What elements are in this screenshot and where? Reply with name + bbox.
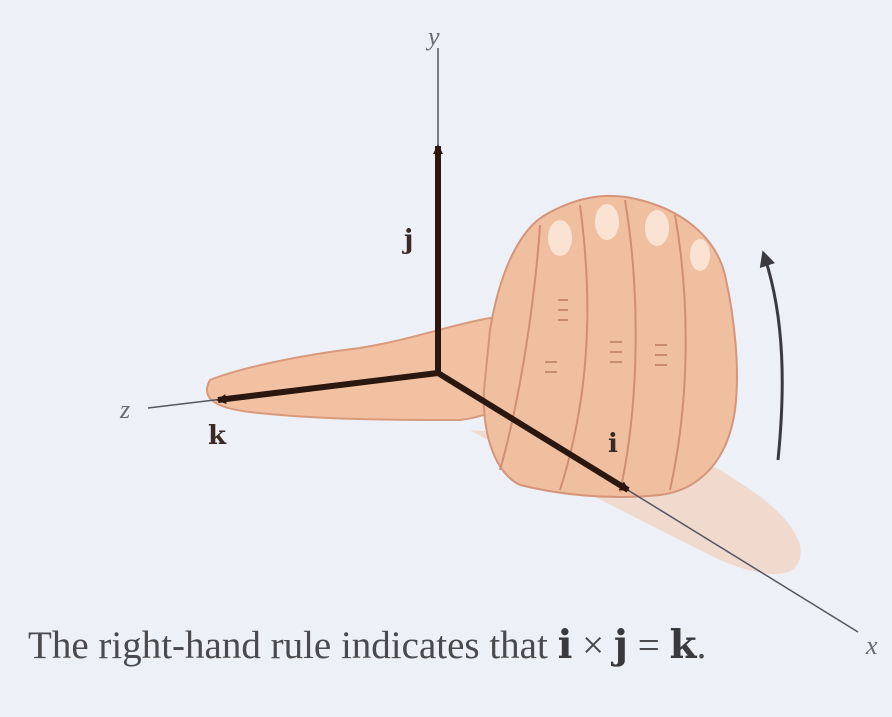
caption-k: k	[669, 622, 697, 668]
caption-text: The right-hand rule indicates that	[28, 624, 558, 667]
caption: The right-hand rule indicates that i × j…	[28, 622, 706, 668]
nail-highlight	[690, 239, 710, 271]
knuckle-creases	[545, 299, 667, 373]
k-label: k	[208, 421, 227, 451]
vector-i-arrow	[436, 370, 630, 493]
caption-i: i	[557, 622, 573, 668]
finger-divider	[619, 199, 637, 493]
j-label: j	[402, 225, 413, 255]
y-axis-label: y	[425, 22, 440, 51]
vector-k-arrow	[216, 370, 439, 404]
caption-cross: ×	[572, 624, 614, 667]
x-axis-label: x	[865, 631, 878, 660]
z-axis-label: z	[119, 395, 130, 424]
caption-equals: =	[628, 624, 670, 667]
nail-highlight	[645, 210, 669, 246]
finger-divider	[559, 204, 589, 491]
fist	[482, 194, 738, 498]
i-label: i	[608, 429, 618, 459]
caption-period: .	[696, 624, 707, 667]
nail-highlight	[548, 220, 572, 256]
finger-divider	[499, 224, 541, 471]
caption-j: j	[613, 622, 629, 668]
nail-highlight	[595, 204, 619, 240]
finger-divider	[669, 214, 687, 491]
curved-arrow-icon	[759, 250, 784, 461]
